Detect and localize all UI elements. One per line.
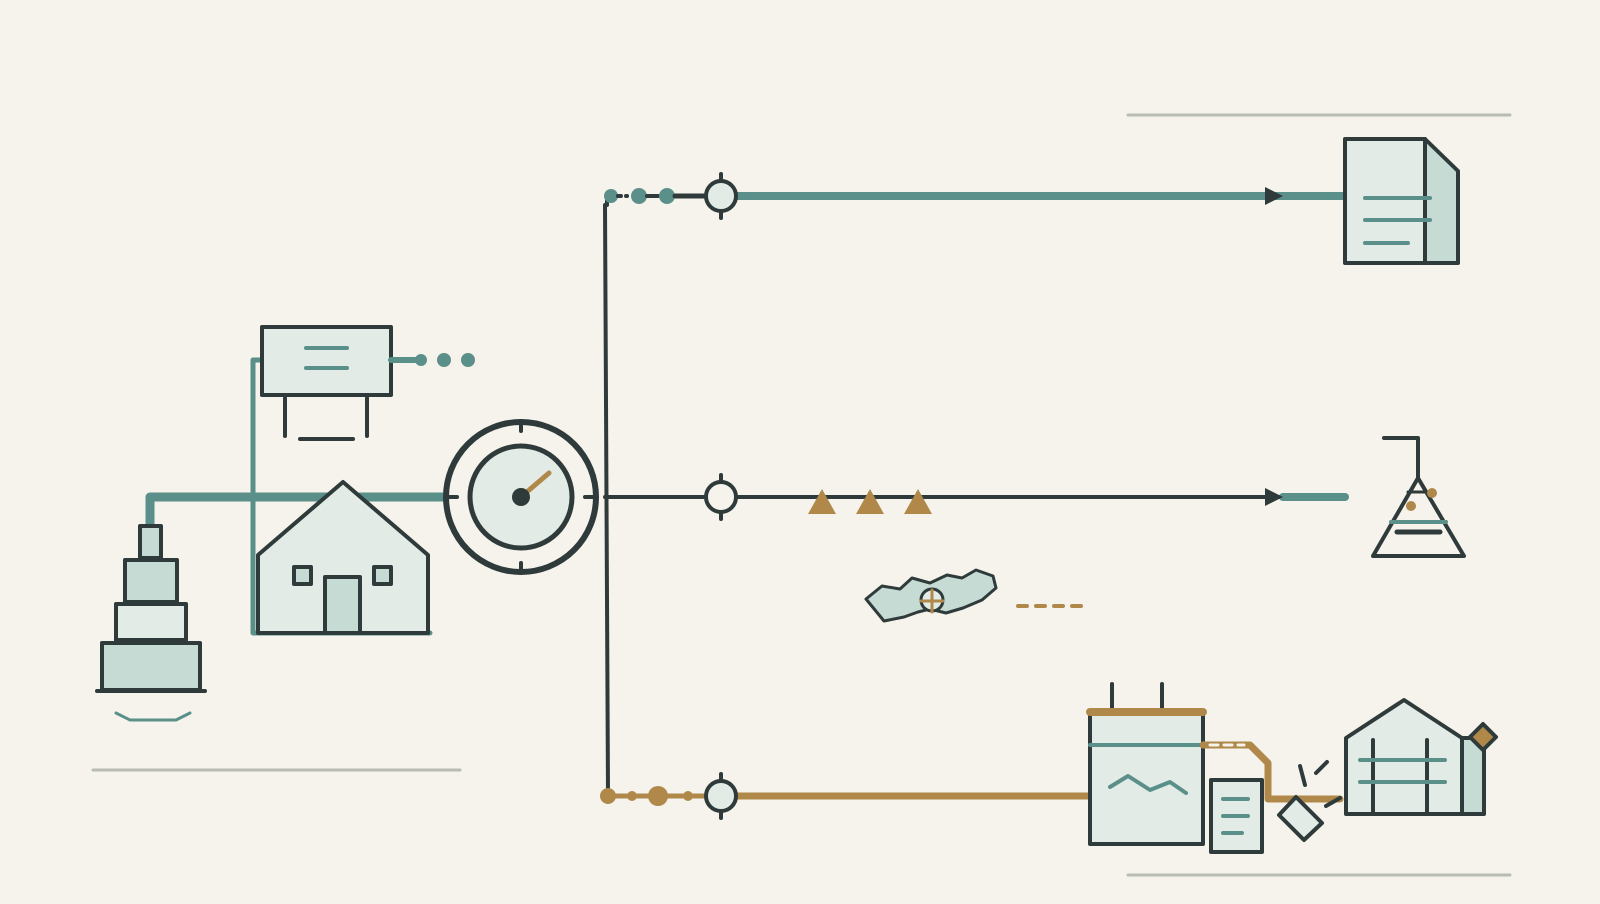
document-icon (1343, 137, 1460, 265)
trunk-line (603, 203, 610, 797)
tag-icon (1277, 760, 1342, 842)
upper-branch (604, 187, 1349, 207)
lower-branch (600, 786, 1094, 806)
warehouse-icon (1344, 698, 1498, 816)
junction-lower (704, 772, 738, 820)
monitor-board-icon (260, 325, 475, 441)
triangle-marker (808, 489, 836, 514)
map-island-icon (864, 568, 1092, 623)
triangle-marker (856, 489, 884, 514)
stacked-layers-icon (95, 524, 207, 722)
house-icon (256, 480, 430, 635)
junction-middle (704, 473, 738, 521)
flask-icon (1371, 436, 1466, 558)
factory-icon (1086, 682, 1344, 854)
gauge-icon (443, 419, 599, 575)
middle-branch (603, 488, 1349, 514)
triangle-marker (904, 489, 932, 514)
junction-upper (704, 172, 738, 220)
